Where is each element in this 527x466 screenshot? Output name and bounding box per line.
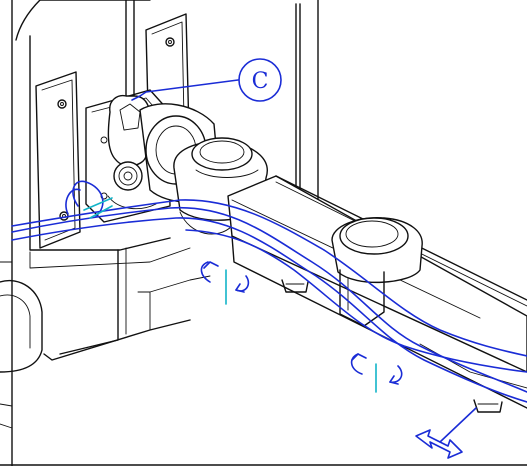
callout-label: C bbox=[252, 69, 269, 94]
rotation-axis-markers bbox=[83, 197, 377, 393]
callout-c: C bbox=[238, 58, 282, 102]
cables bbox=[11, 180, 527, 403]
monitor-panel bbox=[15, 0, 319, 361]
callout-leader bbox=[131, 79, 239, 101]
rotate-arrow-icon bbox=[200, 261, 250, 293]
cable-clip-1 bbox=[281, 279, 309, 293]
wrench-tool bbox=[107, 0, 150, 167]
joint-cap-2 bbox=[331, 217, 423, 327]
vesa-plate-left bbox=[35, 71, 81, 249]
rotate-arrow-icon bbox=[350, 353, 403, 385]
double-arrow-icon bbox=[415, 407, 477, 459]
cable-clip-2 bbox=[473, 399, 503, 413]
desk-pole bbox=[0, 0, 43, 466]
